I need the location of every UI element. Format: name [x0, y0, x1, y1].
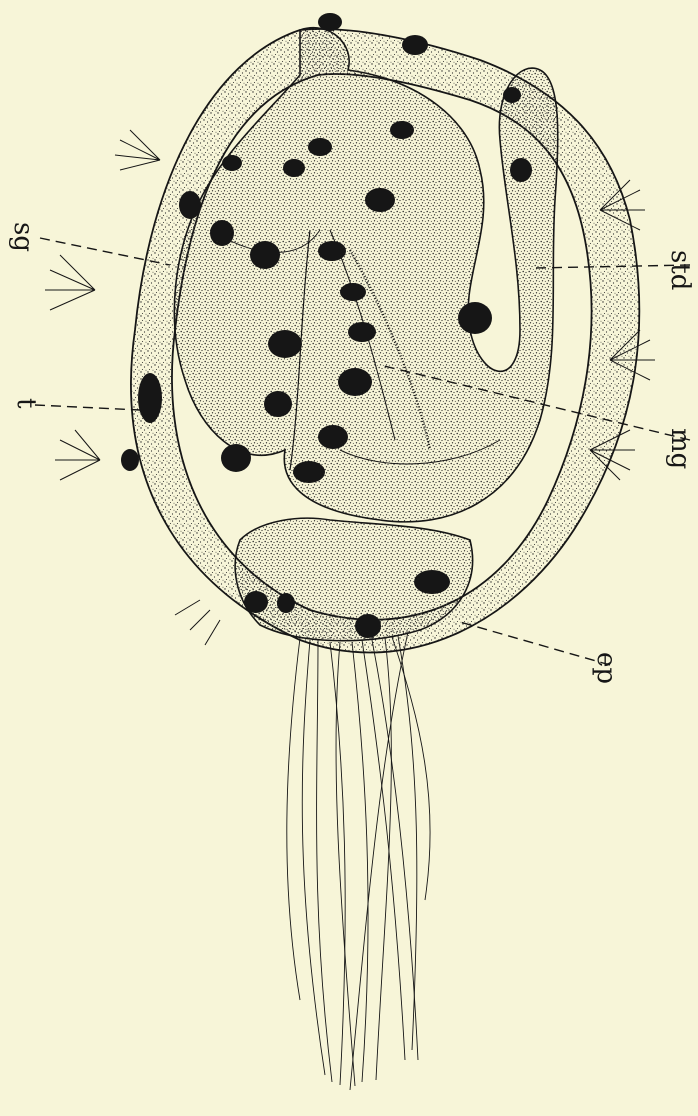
label-std: std: [665, 250, 695, 290]
label-t: t: [11, 398, 41, 409]
label-mg: mg: [665, 428, 695, 469]
leader-t: [35, 405, 140, 410]
leader-ep: [460, 622, 610, 665]
label-sg: sg: [8, 222, 38, 252]
label-ep: ep: [591, 652, 621, 684]
posterior-threads: [287, 632, 430, 1090]
